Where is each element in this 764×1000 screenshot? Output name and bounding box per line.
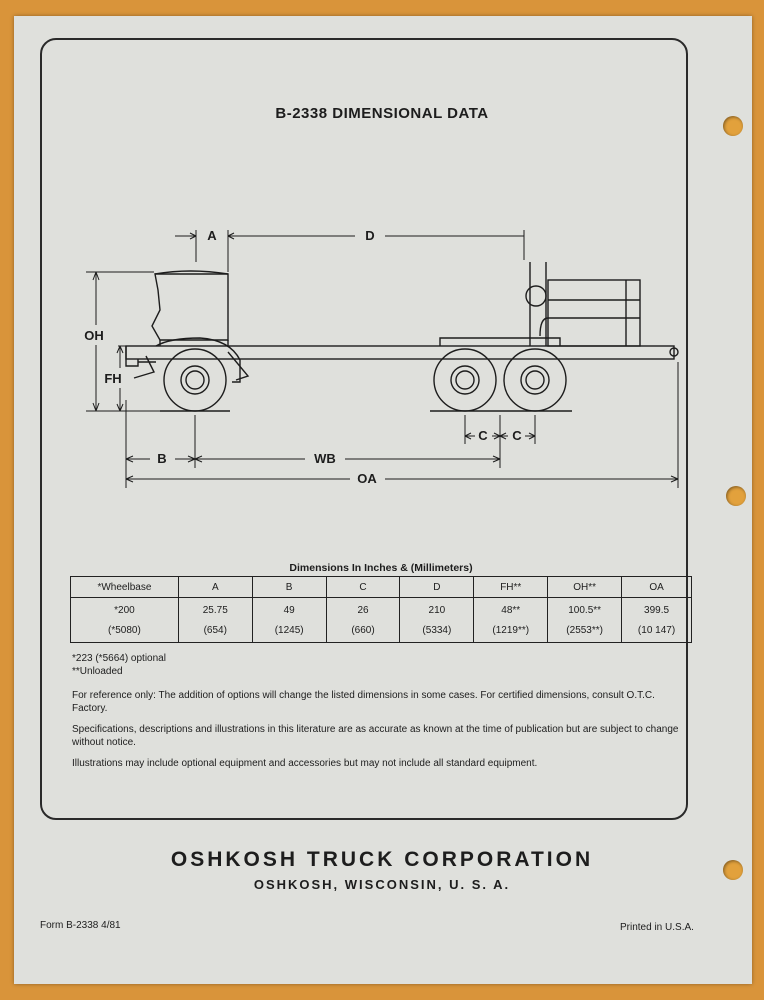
header-cell: FH** — [473, 576, 549, 598]
dim-label-a: A — [207, 228, 217, 243]
front-hub — [180, 365, 210, 395]
binder-hole — [723, 860, 743, 880]
front-hub-cap — [185, 370, 205, 390]
dim-a-arrows — [189, 232, 235, 240]
header-cell: *Wheelbase — [70, 576, 179, 598]
document-sheet — [14, 16, 752, 984]
table-cell: (5334) — [399, 620, 475, 643]
rear-wheel-1 — [433, 348, 497, 412]
rear-hub-2 — [520, 365, 550, 395]
header-cell: OA — [621, 576, 692, 598]
dim-fh-arrows — [116, 345, 124, 412]
table-cell: 26 — [325, 597, 401, 620]
dim-label-wb: WB — [314, 451, 336, 466]
header-cell: A — [177, 576, 253, 598]
equipment-wheel — [525, 285, 547, 307]
footnote-optional: *223 (*5664) optional — [72, 653, 166, 664]
binder-hole — [726, 486, 746, 506]
dim-label-c1: C — [478, 428, 488, 443]
rear-equipment-body — [547, 279, 641, 347]
table-cell: *200 — [70, 597, 179, 620]
table-footnotes: *223 (*5664) optional **Unloaded — [72, 652, 166, 678]
dim-label-c2: C — [512, 428, 522, 443]
rear-wheel-2 — [503, 348, 567, 412]
dim-c-arrows — [464, 432, 536, 440]
cab-mount — [159, 340, 229, 346]
printed-in: Printed in U.S.A. — [620, 922, 694, 933]
dim-label-fh: FH — [104, 371, 121, 386]
reference-paragraph: For reference only: The addition of opti… — [72, 690, 655, 714]
dim-label-oa: OA — [357, 471, 377, 486]
equipment-stand — [529, 262, 547, 346]
equipment-band — [548, 299, 640, 319]
truck-dimension-diagram: A D OH FH C C B WB OA — [84, 228, 679, 488]
table-cell: (*5080) — [70, 620, 179, 643]
equipment-pipe — [539, 317, 549, 337]
dim-label-d: D — [365, 228, 374, 243]
table-cell: (654) — [177, 620, 253, 643]
table-header-row: *Wheelbase A B C D FH** OH** OA — [70, 576, 692, 598]
table-caption: Dimensions In Inches & (Millimeters) — [289, 562, 473, 574]
dimensions-table: *Wheelbase A B C D FH** OH** OA *200 25.… — [70, 576, 692, 643]
table-cell: 210 — [399, 597, 475, 620]
dim-a-ext — [195, 230, 229, 272]
header-cell: B — [251, 576, 327, 598]
table-cell: (10 147) — [621, 620, 692, 643]
table-cell: 399.5 — [621, 597, 692, 620]
header-cell: D — [399, 576, 475, 598]
dim-label-oh: OH — [84, 328, 104, 343]
front-bumper — [125, 346, 139, 367]
table-row-inches: *200 25.75 49 26 210 48** 100.5** 399.5 — [70, 597, 692, 620]
rear-frame-end — [669, 347, 679, 357]
table-cell: (2553**) — [547, 620, 623, 643]
header-cell: C — [325, 576, 401, 598]
company-name: OSHKOSH TRUCK CORPORATION — [170, 848, 594, 871]
dim-oh-arrows — [92, 271, 100, 412]
footnote-unloaded: **Unloaded — [72, 666, 123, 677]
front-fender — [155, 337, 241, 383]
rear-hub-cap-2 — [525, 370, 545, 390]
front-hitch — [133, 355, 156, 379]
specifications-paragraph: Specifications, descriptions and illustr… — [72, 724, 679, 748]
header-cell: OH** — [547, 576, 623, 598]
cab-roof — [154, 270, 229, 275]
rear-hub-cap-1 — [455, 370, 475, 390]
dim-label-b: B — [157, 451, 166, 466]
table-cell: (660) — [325, 620, 401, 643]
table-cell: 25.75 — [177, 597, 253, 620]
table-cell: 48** — [473, 597, 549, 620]
dim-c-ext — [464, 415, 536, 468]
front-step — [227, 351, 250, 381]
table-cell: (1245) — [251, 620, 327, 643]
table-cell: (1219**) — [473, 620, 549, 643]
table-cell: 49 — [251, 597, 327, 620]
page-title: B-2338 DIMENSIONAL DATA — [275, 105, 489, 122]
dim-b-wb-arrows — [125, 455, 501, 463]
company-location: OSHKOSH, WISCONSIN, U. S. A. — [253, 877, 511, 892]
rear-suspension — [439, 337, 561, 346]
binder-hole — [723, 116, 743, 136]
table-row-millimeters: (*5080) (654) (1245) (660) (5334) (1219*… — [70, 620, 692, 643]
front-wheel — [163, 348, 227, 412]
cab — [151, 273, 229, 341]
form-number: Form B-2338 4/81 — [40, 920, 121, 931]
rear-hub-1 — [450, 365, 480, 395]
illustrations-paragraph: Illustrations may include optional equip… — [72, 758, 538, 769]
table-cell: 100.5** — [547, 597, 623, 620]
dim-oa-arrows — [125, 475, 679, 483]
content-frame — [40, 38, 688, 820]
